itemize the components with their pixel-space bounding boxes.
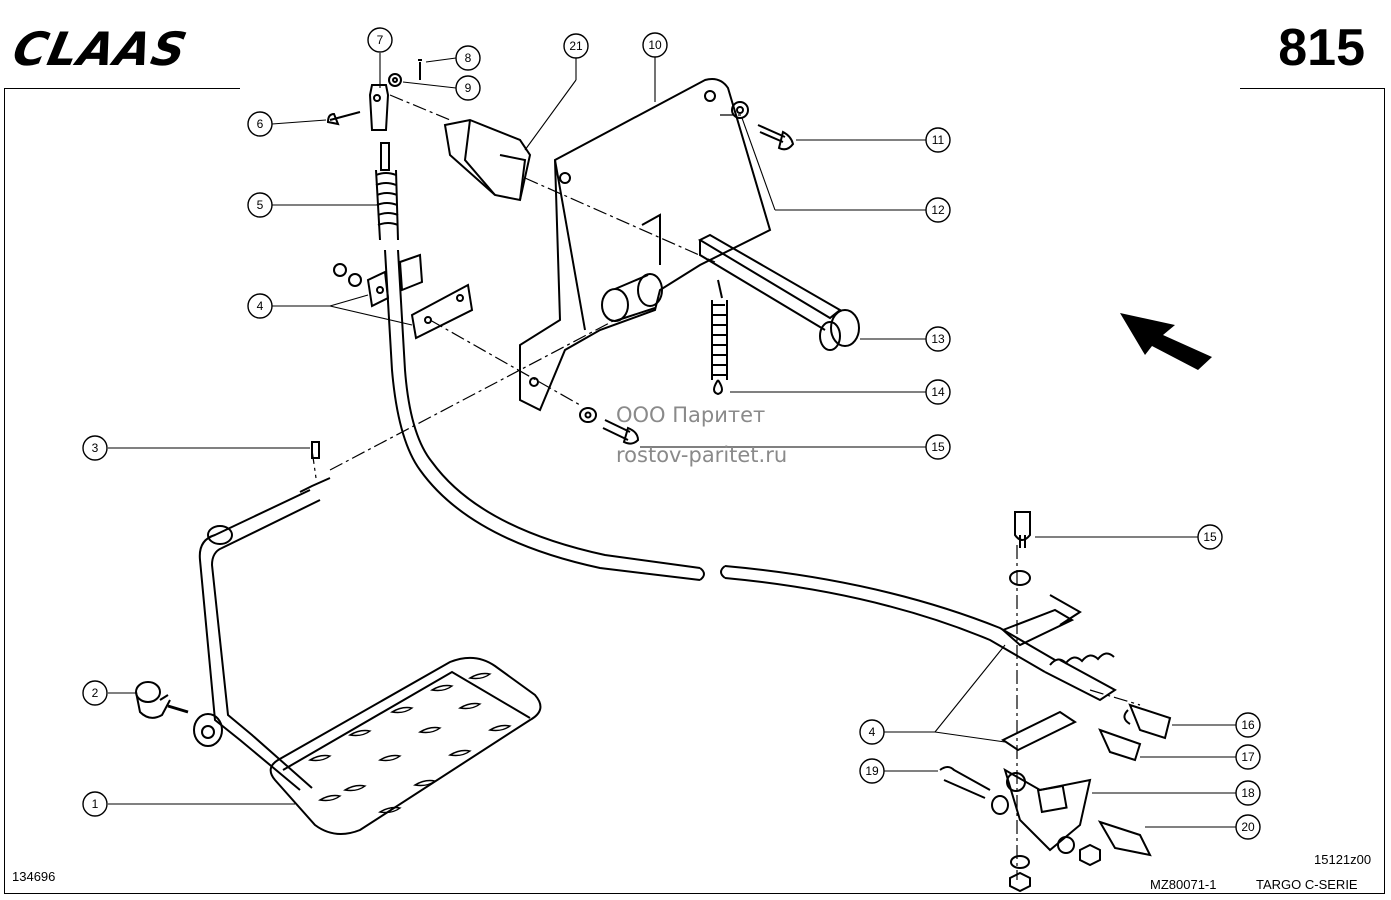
watermark-url: rostov-paritet.ru: [616, 443, 788, 467]
drawing-reference: MZ80071-1: [1150, 877, 1217, 892]
callout-4b: 4: [869, 725, 876, 739]
pedal-arm: [601, 233, 860, 351]
sensor-plug: [443, 118, 532, 202]
frame-header-gap: [240, 80, 1240, 94]
direction-arrow: [1120, 313, 1212, 370]
bolt-15-mid: [579, 407, 640, 445]
throttle-cable: [375, 142, 1117, 702]
callout-15b: 15: [1203, 530, 1217, 544]
callout-2: 2: [92, 686, 99, 700]
callout-17: 17: [1241, 750, 1255, 764]
sheet-code: 15121z00: [1314, 852, 1372, 867]
callout-8: 8: [465, 51, 472, 65]
clevis-group: [326, 59, 422, 131]
callout-20: 20: [1241, 820, 1255, 834]
callout-7: 7: [377, 33, 384, 47]
lower-bracket-group: [939, 511, 1172, 893]
assembly-axes: [311, 94, 1141, 880]
accelerator-pedal: [193, 477, 542, 835]
callout-15: 15: [931, 440, 945, 454]
callout-5: 5: [257, 198, 264, 212]
mounting-plate: [519, 78, 772, 412]
callout-14: 14: [931, 385, 945, 399]
callout-10: 10: [648, 38, 662, 52]
return-spring: [711, 279, 728, 396]
series-label: TARGO C-SERIE: [1256, 877, 1358, 892]
callout-9: 9: [465, 81, 472, 95]
page-number: 815: [1278, 19, 1365, 77]
cable-brackets-top: [333, 253, 474, 340]
callout-numbers: 1 2 3 4 5 6 7 8 9 21 10 11 12 13 14 15 1…: [92, 33, 1255, 834]
callout-11: 11: [932, 133, 945, 147]
callout-4: 4: [257, 299, 264, 313]
callout-21: 21: [569, 39, 583, 53]
rubber-stop: [135, 681, 189, 719]
callout-1: 1: [92, 797, 99, 811]
callout-18: 18: [1241, 786, 1255, 800]
bolt-11: [731, 101, 795, 151]
image-reference: 134696: [12, 869, 56, 884]
leader-lines: [108, 53, 1236, 828]
callout-13: 13: [931, 332, 945, 346]
callout-6: 6: [257, 117, 264, 131]
callout-12: 12: [931, 203, 945, 217]
callout-16: 16: [1241, 718, 1255, 732]
callout-circles: [82, 27, 1261, 840]
callout-19: 19: [865, 764, 879, 778]
callout-3: 3: [92, 441, 99, 455]
roll-pin: [311, 441, 320, 459]
watermark-company: ООО Паритет: [616, 403, 766, 427]
